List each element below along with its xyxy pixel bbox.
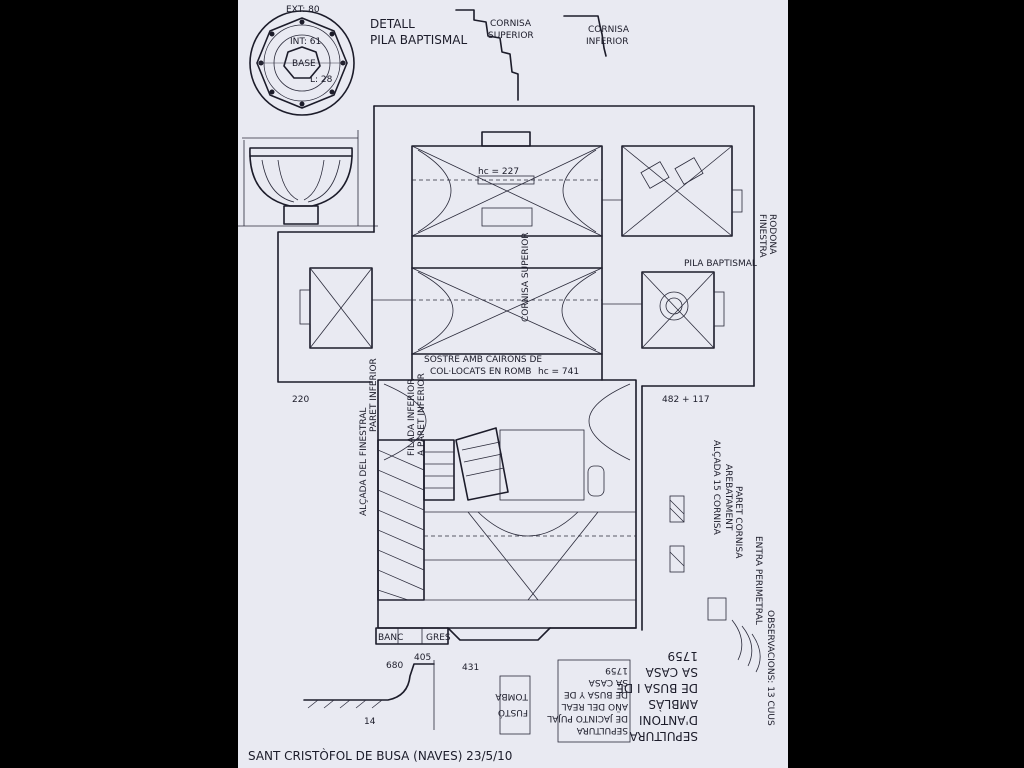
tomba-box xyxy=(499,675,531,735)
font-side-label: L: 28 xyxy=(310,75,333,85)
annot-left2-2: A PARET INFERIOR xyxy=(417,373,427,456)
sepultura-left: SEPULTURA DE JACINTO PUJAL AÑO DEL REAL … xyxy=(547,665,628,735)
cornice-lower-label2: INFERIOR xyxy=(586,37,629,47)
sep-left-2: DE JACINTO PUJAL xyxy=(547,713,628,723)
pila-plan-label: PILA BAPTISMAL xyxy=(684,259,757,269)
detail-title-line1: DETALL xyxy=(370,17,415,31)
dim-right-label: 482 + 117 xyxy=(662,395,710,405)
annot-right-2: AREBATAMENT xyxy=(723,464,733,531)
room-label-gres: GRES xyxy=(426,633,451,643)
room-label-banc: BANC xyxy=(378,633,403,643)
sepultura-right: SEPULTURA D'ANTONI AMBLÀS DE BUSA I DE S… xyxy=(616,649,698,743)
annot-right-far-1: ENTRA PERIMETRAL xyxy=(753,536,763,625)
detail-title-line2: PILA BAPTISMAL xyxy=(370,33,467,47)
font-ext-label: EXT: 80 xyxy=(286,5,320,15)
vault-note-line2: COL·LOCATS EN ROMB xyxy=(430,367,531,377)
lower-nave xyxy=(377,427,636,601)
sep-right-4: DE BUSA I DE xyxy=(616,681,698,695)
vault-lines xyxy=(309,145,733,461)
cornice-lower-profile xyxy=(563,15,607,57)
vault-height-label: hc = 741 xyxy=(538,367,579,377)
cornice-upper-profile xyxy=(455,9,519,101)
church-walls xyxy=(299,131,743,629)
site-boundary xyxy=(277,105,755,631)
sep-right-1: SEPULTURA xyxy=(629,729,698,743)
annot-left2-1: FILADA INFERIOR xyxy=(407,379,417,457)
font-plan-view xyxy=(249,10,355,116)
sep-left-3: AÑO DEL REAL xyxy=(562,701,628,712)
sep-left-5: SA CASA xyxy=(588,677,628,687)
annot-right-top-2: RODONA xyxy=(767,214,777,255)
sep-left-6: 1759 xyxy=(605,665,628,675)
sep-right-6: 1759 xyxy=(667,649,698,663)
tomba-2: TOMBA xyxy=(494,691,529,701)
dim-bottom-b: 405 xyxy=(414,653,431,663)
annot-right-1: ALÇADA 15 CORNISA xyxy=(711,440,721,536)
annot-right-3: PARET CORNISA xyxy=(733,486,743,559)
vault-note-line1: SOSTRE AMB CAIRONS DE xyxy=(424,355,542,365)
cornice-lower-label1: CORNISA xyxy=(588,25,630,35)
cornice-upper-label1: CORNISA xyxy=(490,19,532,29)
cornice-upper-label2: SUPERIOR xyxy=(488,31,534,41)
annot-left-1: ALÇADA DEL FINESTRAL xyxy=(359,408,369,516)
window-detail xyxy=(669,495,761,673)
sep-left-1: SEPULTURA xyxy=(576,725,628,735)
entrance xyxy=(375,627,637,645)
dim-bottom-d: 14 xyxy=(364,717,376,727)
dim-bottom-c: 431 xyxy=(462,663,479,673)
sep-right-2: D'ANTONI xyxy=(639,713,698,727)
dim-bottom-left: 680 xyxy=(386,661,403,671)
step-profile xyxy=(303,660,435,730)
font-int-label: INT: 61 xyxy=(290,37,321,47)
annot-left-2: PARET INFERIOR xyxy=(369,358,379,432)
sep-right-3: AMBLÀS xyxy=(648,697,698,712)
floor-plan-drawing: EXT: 80 INT: 61 BASE L: 28 DETALL PILA B… xyxy=(238,5,777,763)
annot-right-far-2: OBSERVACIONS: 13 CUUS xyxy=(765,610,775,726)
dim-left-label: 220 xyxy=(292,395,309,405)
drawing-caption: SANT CRISTÒFOL DE BUSA (NAVES) 23/5/10 xyxy=(248,748,512,763)
cornice-marker-label: CORNISA SUPERIOR xyxy=(521,232,531,322)
annot-right-top-1: FINESTRA xyxy=(757,214,767,258)
sepultura-left-box xyxy=(557,659,631,743)
drawing-sheet: EXT: 80 INT: 61 BASE L: 28 DETALL PILA B… xyxy=(238,0,788,768)
nave-height-label: hc = 227 xyxy=(478,167,519,177)
sep-left-4: DE BUSA Y DE xyxy=(564,689,628,699)
font-in-plan xyxy=(659,291,689,321)
font-section-view xyxy=(238,130,378,227)
sep-right-5: SA CASA xyxy=(645,665,698,679)
tomba-1: FUSTÓ xyxy=(498,707,528,719)
tomba: FUSTÓ TOMBA xyxy=(494,691,529,719)
font-base-label: BASE xyxy=(292,59,316,69)
